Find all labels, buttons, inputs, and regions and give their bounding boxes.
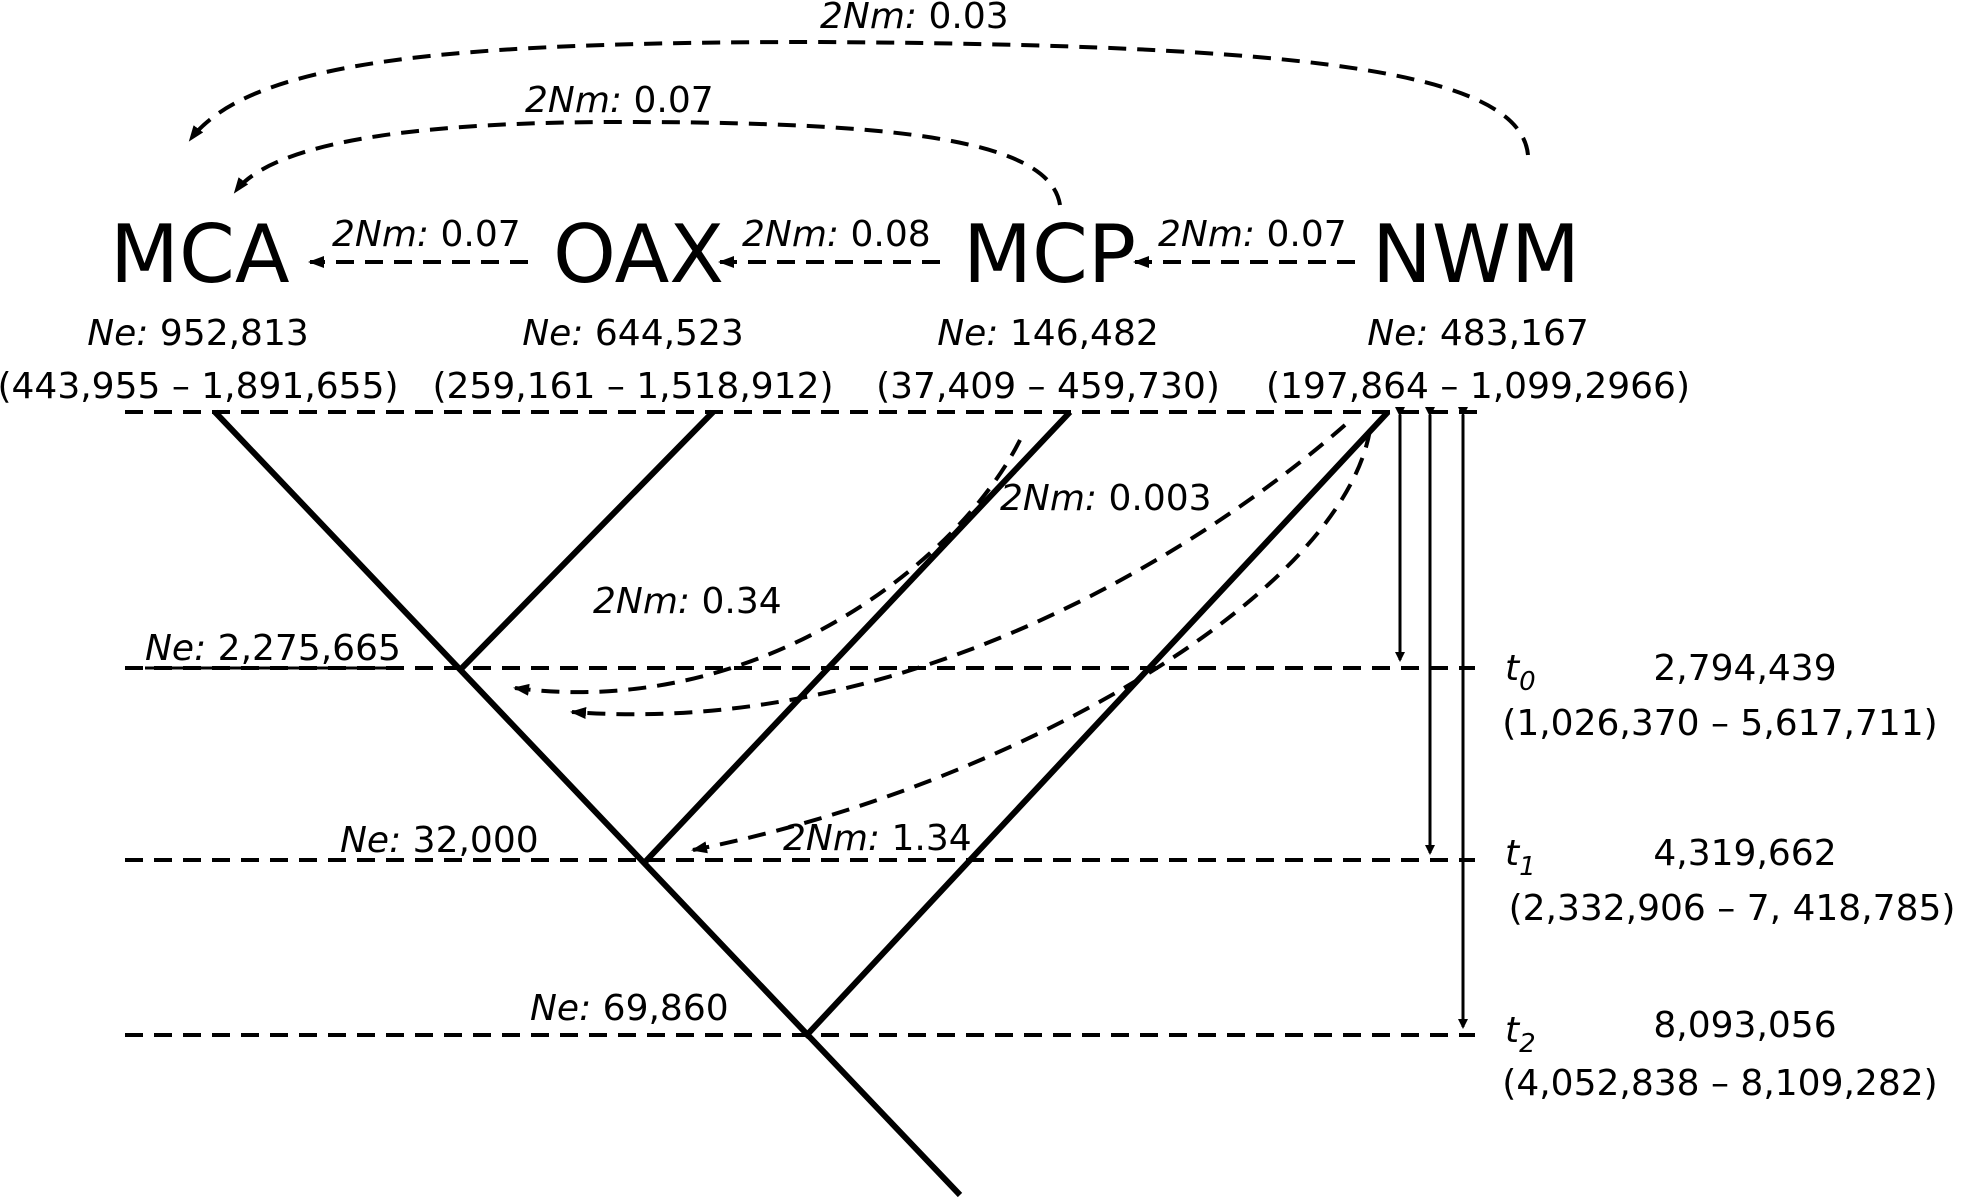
time-label-t0: t0 <box>1505 648 1536 697</box>
migration-label-to-t1: 2Nm: 1.34 <box>783 818 972 859</box>
time-value-t1: 4,319,662 <box>1653 833 1836 874</box>
time-value-t2: 8,093,056 <box>1653 1005 1836 1046</box>
ancestral-ne-t1: Ne: 32,000 <box>340 820 539 861</box>
population-name-mca: MCA <box>110 208 290 301</box>
migration-arc-to-t0-b <box>570 423 1347 720</box>
branch-nwm <box>802 409 1391 1040</box>
population-ne-nwm: Ne: 483,167 <box>1367 313 1589 354</box>
time-range-t0: (1,026,370 – 5,617,711) <box>1502 703 1937 744</box>
migration-arc-to-t0-a <box>513 439 1022 696</box>
time-range-t1: (2,332,906 – 7, 418,785) <box>1509 888 1956 929</box>
population-ne-range-mca: (443,955 – 1,891,655) <box>0 366 399 407</box>
migration-arc-mcp-mca <box>233 119 1062 206</box>
ancestral-ne-t0: Ne: 2,275,665 <box>145 628 401 669</box>
migration-label-to-t0-a: 2Nm: 0.34 <box>593 581 782 622</box>
population-name-mcp: MCP <box>963 208 1136 301</box>
migration-arc-nwm-mca <box>188 39 1530 156</box>
branch-mcp <box>642 409 1073 865</box>
population-name-nwm: NWM <box>1372 208 1580 301</box>
time-label-t2: t2 <box>1505 1010 1536 1059</box>
population-ne-range-oax: (259,161 – 1,518,912) <box>432 366 833 407</box>
population-ne-mcp: Ne: 146,482 <box>937 313 1159 354</box>
branch-mca <box>212 409 963 1198</box>
branch-oax <box>457 409 716 673</box>
population-ne-range-mcp: (37,409 – 459,730) <box>876 366 1220 407</box>
time-value-t0: 2,794,439 <box>1653 648 1836 689</box>
migration-label-mcp-oax: 2Nm: 0.08 <box>742 214 931 255</box>
migration-arc-to-t1 <box>691 429 1372 854</box>
population-ne-oax: Ne: 644,523 <box>522 313 744 354</box>
migration-label-mcp-mca: 2Nm: 0.07 <box>525 80 714 121</box>
ancestral-ne-t2: Ne: 69,860 <box>530 988 729 1029</box>
migration-label-oax-mca: 2Nm: 0.07 <box>332 214 521 255</box>
migration-label-to-t0-b: 2Nm: 0.003 <box>1000 478 1212 519</box>
time-range-t2: (4,052,838 – 8,109,282) <box>1502 1063 1937 1104</box>
population-ne-mca: Ne: 952,813 <box>87 313 309 354</box>
population-name-oax: OAX <box>553 208 724 301</box>
time-label-t1: t1 <box>1505 833 1536 882</box>
migration-label-nwm-mca: 2Nm: 0.03 <box>820 0 1009 37</box>
population-ne-range-nwm: (197,864 – 1,099,2966) <box>1266 366 1690 407</box>
migration-label-nwm-mcp: 2Nm: 0.07 <box>1158 214 1347 255</box>
